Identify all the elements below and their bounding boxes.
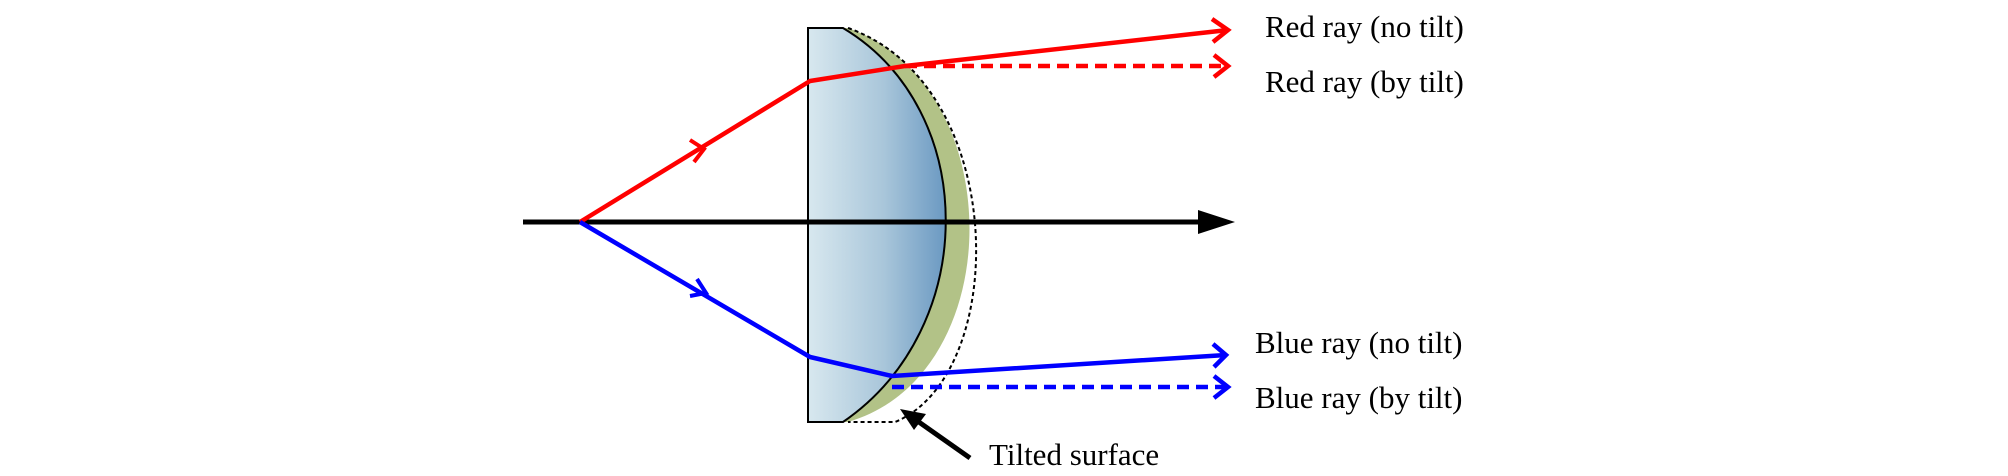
blue-ray-no-tilt-arrowhead <box>1211 342 1230 369</box>
tilted-surface-pointer <box>914 417 972 461</box>
blue-ray-direction-arrow <box>689 277 710 298</box>
tilted-surface-region <box>808 28 970 422</box>
blue-ray-no-tilt-label: Blue ray (no tilt) <box>1255 325 1462 360</box>
optical-axis-arrowhead <box>1198 210 1235 234</box>
blue-ray-by-tilt-arrowhead <box>1212 374 1232 400</box>
red-ray-direction-arrow <box>688 138 707 164</box>
red-ray-by-tilt-arrowhead <box>1212 53 1232 79</box>
tilted-surface-label: Tilted surface <box>989 437 1159 472</box>
red-ray-no-tilt <box>578 27 1229 224</box>
red-ray-no-tilt-arrowhead <box>1210 17 1232 44</box>
tilted-surface-pointer-arrowhead <box>900 409 926 430</box>
red-ray-no-tilt-label: Red ray (no tilt) <box>1265 9 1464 44</box>
lens-body <box>807 27 947 423</box>
red-ray-by-tilt-label: Red ray (by tilt) <box>1265 64 1464 99</box>
blue-ray-by-tilt-label: Blue ray (by tilt) <box>1255 380 1462 415</box>
blue-ray-no-tilt <box>578 220 1227 379</box>
